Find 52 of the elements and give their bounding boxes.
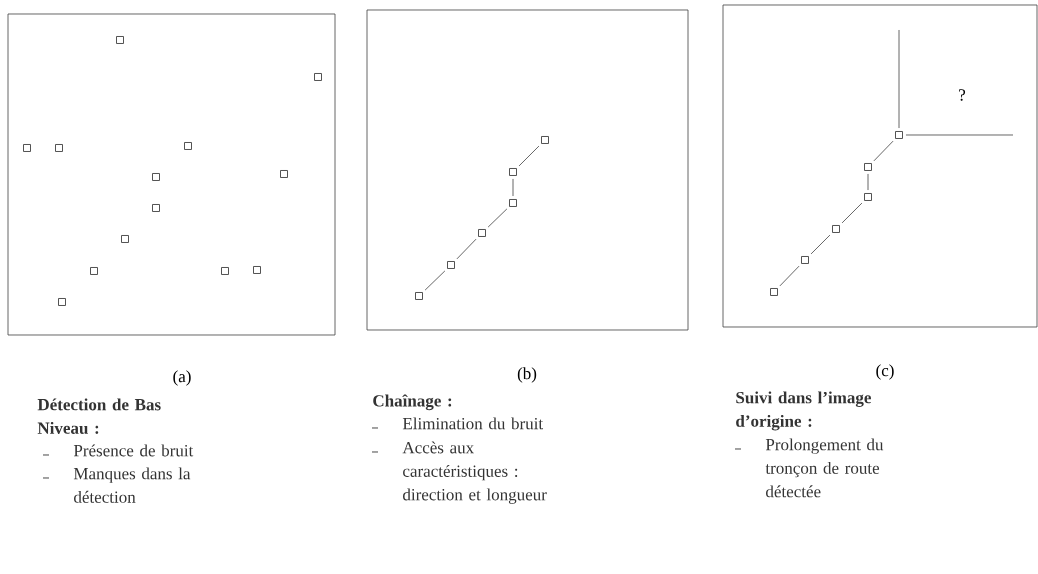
section-heading: Suivi dans l’image d’origine : bbox=[736, 391, 871, 431]
link-line bbox=[905, 134, 1014, 136]
point-marker bbox=[184, 142, 192, 150]
link-line bbox=[518, 145, 540, 167]
link-line bbox=[487, 208, 508, 228]
image-frame bbox=[7, 13, 336, 336]
panel-caption: (a) bbox=[173, 370, 191, 386]
point-marker bbox=[832, 225, 840, 233]
point-marker bbox=[478, 229, 486, 237]
section-heading: Détection de Bas Niveau : bbox=[37, 398, 161, 434]
image-frame bbox=[722, 4, 1038, 328]
bullet-item: Prolongement du tronçon de route détectée bbox=[734, 438, 884, 498]
link-line bbox=[898, 29, 900, 129]
point-marker bbox=[221, 267, 229, 275]
point-marker bbox=[314, 73, 322, 81]
point-marker bbox=[447, 261, 455, 269]
point-marker bbox=[541, 136, 549, 144]
image-frame bbox=[366, 9, 689, 331]
point-marker bbox=[415, 292, 423, 300]
point-marker bbox=[152, 173, 160, 181]
panel-caption: (c) bbox=[876, 364, 894, 380]
point-marker bbox=[23, 144, 31, 152]
point-marker bbox=[864, 163, 872, 171]
point-marker bbox=[90, 267, 98, 275]
bullet-item: Manques dans la détection bbox=[42, 467, 191, 503]
link-line bbox=[424, 270, 446, 291]
panel-caption: (b) bbox=[517, 367, 537, 383]
point-marker bbox=[509, 199, 517, 207]
point-marker bbox=[509, 168, 517, 176]
link-line bbox=[512, 178, 514, 197]
point-marker bbox=[58, 298, 66, 306]
point-marker bbox=[864, 193, 872, 201]
link-line bbox=[841, 202, 863, 224]
point-marker bbox=[801, 256, 809, 264]
link-line bbox=[867, 173, 869, 191]
section-heading: Chaînage : bbox=[373, 394, 452, 411]
bullet-item: Présence de bruit bbox=[42, 444, 194, 457]
point-marker bbox=[116, 36, 124, 44]
point-marker bbox=[55, 144, 63, 152]
link-line bbox=[873, 140, 894, 162]
point-marker bbox=[770, 288, 778, 296]
point-marker bbox=[152, 204, 160, 212]
point-marker bbox=[895, 131, 903, 139]
bullet-item: Elimination du bruit bbox=[371, 417, 544, 430]
bullet-item: Accès aux caractéristiques : direction et longueur bbox=[371, 441, 547, 504]
point-marker bbox=[280, 170, 288, 178]
link-line bbox=[810, 234, 831, 255]
point-marker bbox=[253, 266, 261, 274]
point-marker bbox=[121, 235, 129, 243]
link-line bbox=[779, 265, 800, 287]
question-mark: ? bbox=[959, 89, 966, 101]
link-line bbox=[456, 238, 477, 260]
